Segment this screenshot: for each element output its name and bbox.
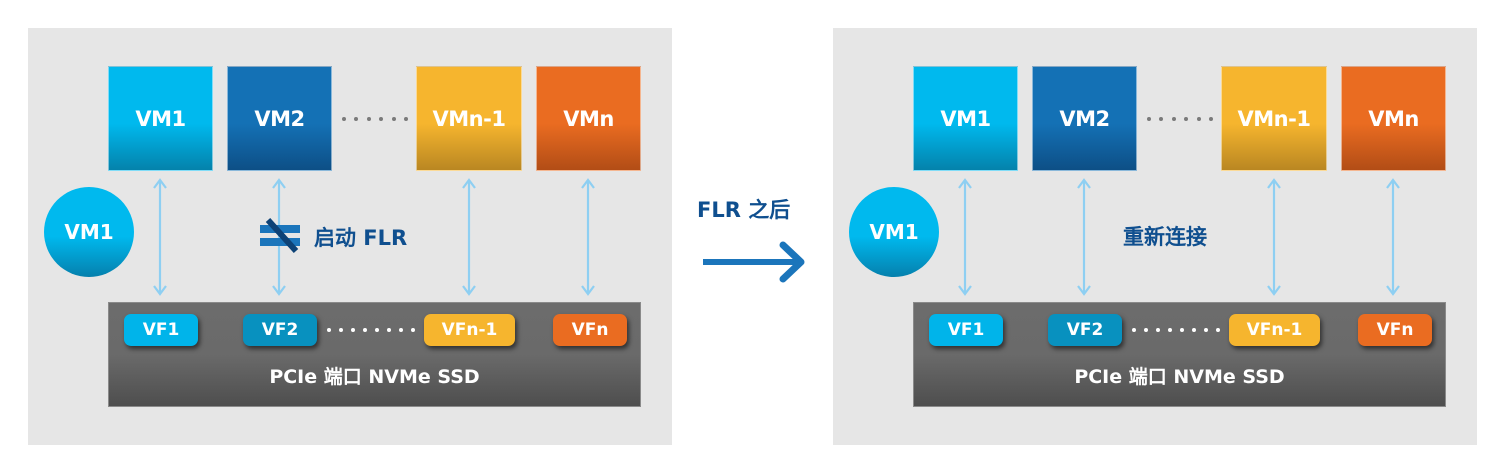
link-arrow-icon [958,178,972,296]
not-equal-icon [260,218,300,254]
vfn-badge: VFn [553,314,627,346]
after-flr-label: FLR 之后 [697,198,791,222]
ellipsis-dots [1132,328,1220,332]
vf1-badge: VF1 [124,314,198,346]
vm2-box: VM2 [227,66,332,171]
link-arrow-icon [462,178,476,296]
right-arrow-icon [703,241,805,283]
vf2-badge: VF2 [243,314,317,346]
before-flr-panel: VM1 VM2 VMn-1 VMn VM1 启动 FLR VF1 VF2 VFn… [28,28,672,445]
link-arrow-icon [581,178,595,296]
vmn-minus-1-box: VMn-1 [1221,66,1327,171]
vfn-badge: VFn [1358,314,1432,346]
vf2-badge: VF2 [1048,314,1122,346]
vmn-box: VMn [536,66,641,171]
ellipsis-dots [342,117,408,121]
link-arrow-icon [153,178,167,296]
vm1-box: VM1 [913,66,1018,171]
after-flr-panel: VM1 VM2 VMn-1 VMn VM1 重新连接 VF1 VF2 VFn-1… [833,28,1477,445]
nvme-ssd-box: VF1 VF2 VFn-1 VFn PCIe 端口 NVMe SSD [913,302,1446,407]
ellipsis-dots [327,328,415,332]
link-arrow-icon [1267,178,1281,296]
detached-vm1-circle: VM1 [44,187,134,277]
ellipsis-dots [1147,117,1213,121]
reconnect-label: 重新连接 [1123,225,1207,249]
link-arrow-icon [1386,178,1400,296]
nvme-ssd-box: VF1 VF2 VFn-1 VFn PCIe 端口 NVMe SSD [108,302,641,407]
vfn-minus-1-badge: VFn-1 [1229,314,1320,346]
link-arrow-icon [272,178,286,296]
vm2-box: VM2 [1032,66,1137,171]
start-flr-label: 启动 FLR [314,226,408,250]
vm1-box: VM1 [108,66,213,171]
vfn-minus-1-badge: VFn-1 [424,314,515,346]
ssd-label: PCIe 端口 NVMe SSD [1074,366,1285,388]
ssd-label: PCIe 端口 NVMe SSD [269,366,480,388]
link-arrow-icon [1077,178,1091,296]
detached-vm1-circle: VM1 [849,187,939,277]
vmn-box: VMn [1341,66,1446,171]
vmn-minus-1-box: VMn-1 [416,66,522,171]
vf1-badge: VF1 [929,314,1003,346]
